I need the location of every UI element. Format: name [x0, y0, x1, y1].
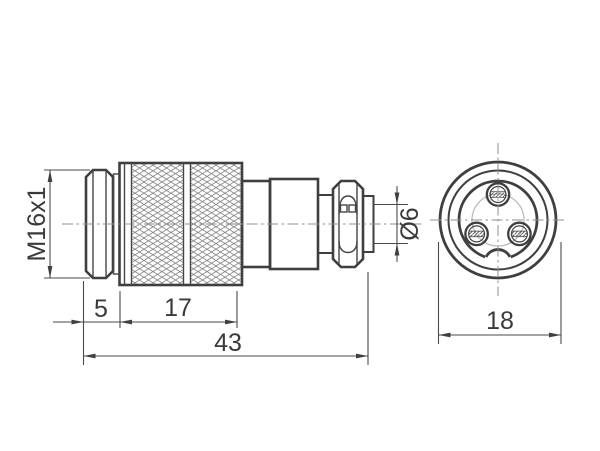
pin-socket-left: [464, 221, 489, 247]
arrowhead: [356, 353, 368, 359]
nut-flat: [348, 204, 357, 213]
dim-label-front-length: 5: [94, 295, 108, 323]
arrowhead: [47, 266, 53, 278]
dim-label-cable-dia: Ø6: [396, 207, 424, 240]
dim-label-thread: M16x1: [23, 186, 51, 261]
front-view: 18: [430, 143, 567, 344]
dim-label-outer-dia: 18: [486, 307, 514, 335]
side-view: M16x1 Ø6 5 17 43: [23, 161, 424, 365]
dimension-cable-dia: Ø6: [373, 186, 424, 262]
pin-slot: [468, 230, 485, 238]
dimension-front-and-body-length: 5 17: [53, 294, 237, 325]
dim-label-body-length: 17: [164, 294, 192, 322]
arrowhead: [225, 319, 237, 325]
nut-bottom-arc: [338, 240, 358, 254]
arrowhead: [71, 319, 84, 325]
pin-socket-right: [507, 221, 532, 247]
arrowhead: [549, 332, 561, 338]
arrowhead: [83, 353, 96, 359]
dimension-total-length: 43: [83, 329, 368, 359]
pin-slot: [511, 230, 528, 238]
nut-flat: [339, 204, 348, 213]
arrowhead: [438, 332, 451, 338]
dimension-outer-dia: 18: [437, 242, 562, 344]
arrowhead: [120, 319, 132, 325]
dim-label-total-length: 43: [214, 329, 242, 357]
nut-top-arc: [338, 195, 358, 215]
arrowhead: [394, 243, 400, 256]
dimension-thread: M16x1: [23, 169, 90, 279]
arrowhead: [394, 192, 400, 205]
arrowhead: [47, 170, 53, 182]
